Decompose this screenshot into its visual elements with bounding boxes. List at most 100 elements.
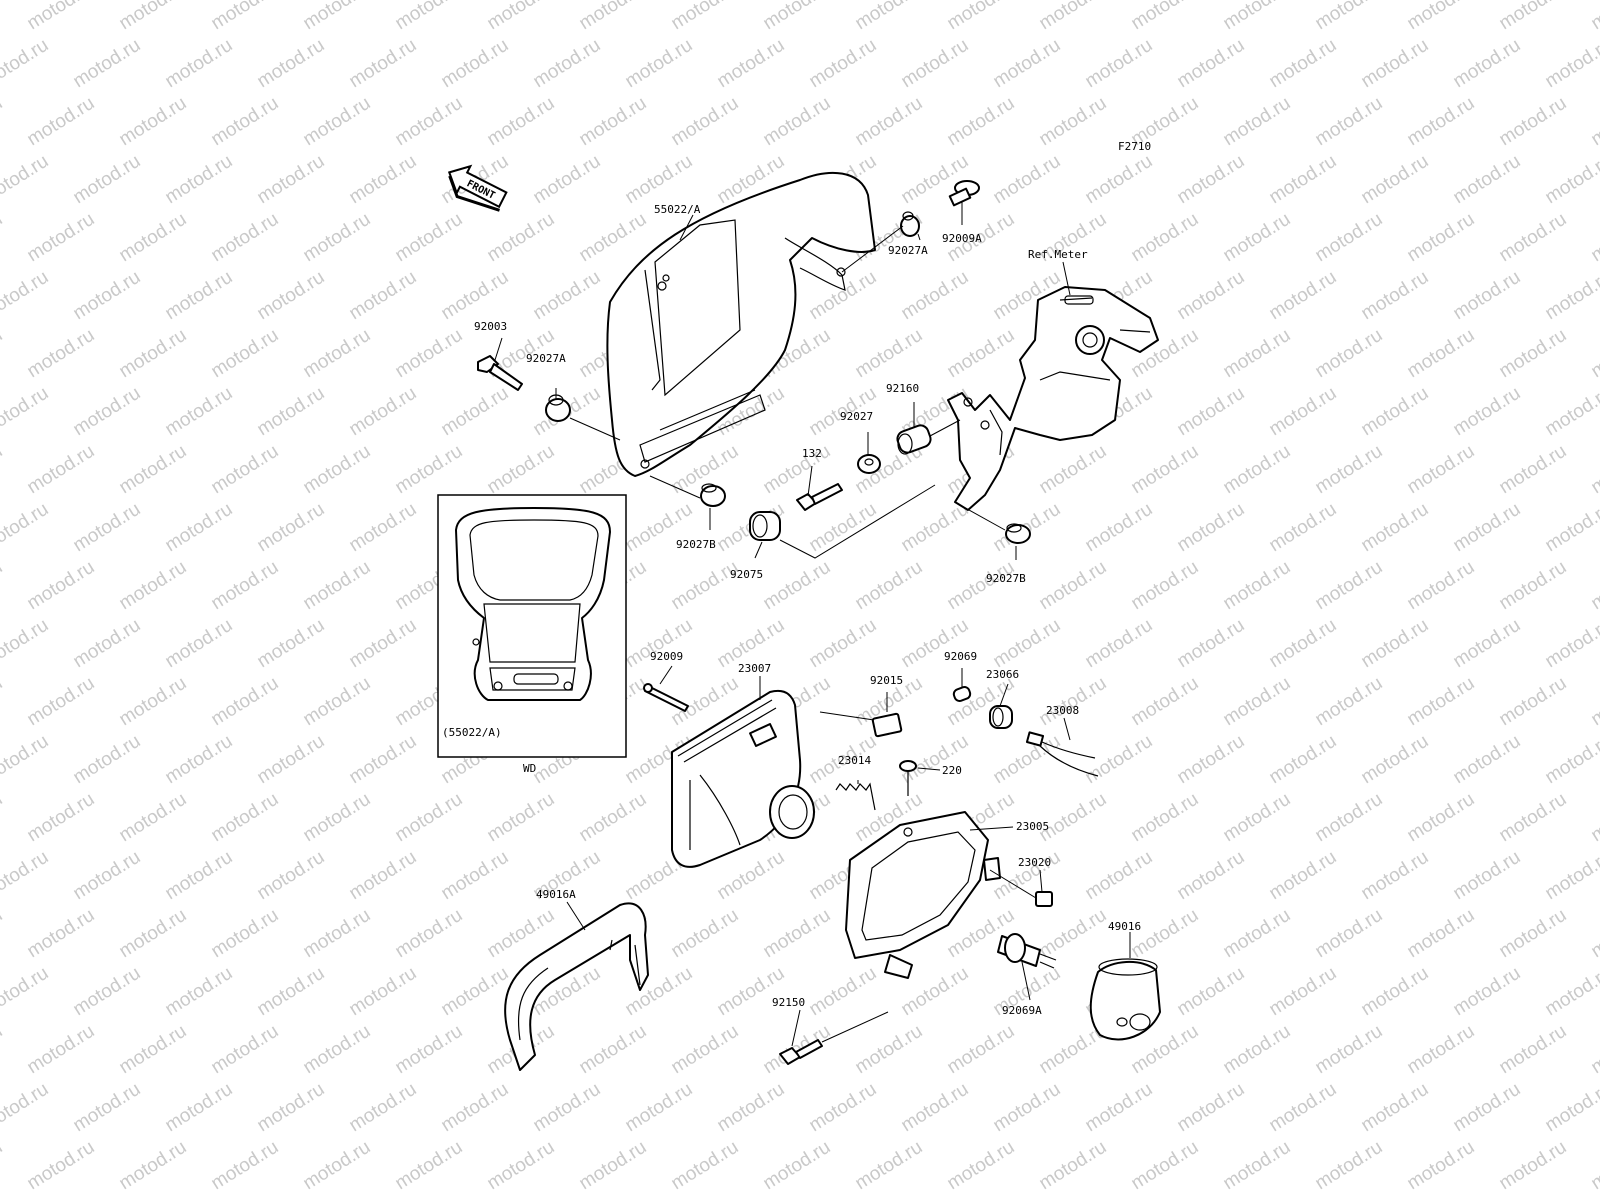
watermark-text: motod.ru <box>852 557 927 615</box>
watermark-text: motod.ru <box>300 93 375 151</box>
watermark-text: motod.ru <box>392 905 467 963</box>
watermark-text: motod.ru <box>0 209 6 267</box>
watermark-text: motod.ru <box>530 151 605 209</box>
watermark-text: motod.ru <box>70 151 145 209</box>
watermark-text: motod.ru <box>1404 441 1479 499</box>
spring-23014 <box>835 782 876 811</box>
watermark-text: motod.ru <box>438 963 513 1021</box>
watermark-text: motod.ru <box>0 151 52 209</box>
watermark-text: motod.ru <box>852 1021 927 1079</box>
watermark-text: motod.ru <box>990 151 1065 209</box>
watermark-text: motod.ru <box>392 1021 467 1079</box>
watermark-text: motod.ru <box>1312 209 1387 267</box>
watermark-text: motod.ru <box>346 731 421 789</box>
watermark-text: motod.ru <box>116 1137 191 1195</box>
watermark-text: motod.ru <box>1220 0 1295 34</box>
watermark-text: motod.ru <box>392 789 467 847</box>
watermark-text: motod.ru <box>760 905 835 963</box>
watermark-text: motod.ru <box>1128 0 1203 34</box>
watermark-text: motod.ru <box>668 905 743 963</box>
watermark-text: motod.ru <box>116 325 191 383</box>
watermark-text: motod.ru <box>1496 0 1571 34</box>
watermark-text: motod.ru <box>1036 905 1111 963</box>
watermark-text: motod.ru <box>990 615 1065 673</box>
watermark-text: motod.ru <box>484 0 559 34</box>
watermark-text: motod.ru <box>208 93 283 151</box>
watermark-text: motod.ru <box>944 1021 1019 1079</box>
watermark-text: motod.ru <box>254 963 329 1021</box>
watermark-text: motod.ru <box>208 557 283 615</box>
watermark-text: motod.ru <box>208 673 283 731</box>
watermark-text: motod.ru <box>1358 731 1433 789</box>
watermark-text: motod.ru <box>70 267 145 325</box>
watermark-text: motod.ru <box>1542 35 1600 93</box>
watermark-text: motod.ru <box>1588 441 1600 499</box>
watermark-text: motod.ru <box>668 0 743 34</box>
watermark-text: motod.ru <box>1312 1021 1387 1079</box>
watermark-text: motod.ru <box>1128 905 1203 963</box>
watermark-text: motod.ru <box>1358 151 1433 209</box>
watermark-text: motod.ru <box>116 789 191 847</box>
watermark-text: motod.ru <box>1128 1137 1203 1195</box>
watermark-text: motod.ru <box>1542 847 1600 905</box>
bolt-132 <box>796 483 843 511</box>
watermark-text: motod.ru <box>990 35 1065 93</box>
watermark-text: motod.ru <box>1588 1137 1600 1195</box>
grommet-23066 <box>989 705 1013 729</box>
watermark-text: motod.ru <box>1266 267 1341 325</box>
watermark-text: motod.ru <box>1358 847 1433 905</box>
watermark-text: motod.ru <box>208 905 283 963</box>
watermark-text: motod.ru <box>1128 209 1203 267</box>
watermark-text: motod.ru <box>162 1079 237 1137</box>
watermark-text: motod.ru <box>1082 615 1157 673</box>
watermark-text: motod.ru <box>0 673 6 731</box>
watermark-text: motod.ru <box>622 1079 697 1137</box>
watermark-text: motod.ru <box>1450 35 1525 93</box>
label-23008: 23008 <box>1046 704 1079 717</box>
watermark-text: motod.ru <box>898 615 973 673</box>
watermark-text: motod.ru <box>0 963 52 1021</box>
watermark-text: motod.ru <box>1266 151 1341 209</box>
watermark-text: motod.ru <box>944 1137 1019 1195</box>
watermark-text: motod.ru <box>438 35 513 93</box>
watermark-text: motod.ru <box>1312 1137 1387 1195</box>
watermark-text: motod.ru <box>576 789 651 847</box>
watermark-text: motod.ru <box>346 151 421 209</box>
watermark-text: motod.ru <box>162 963 237 1021</box>
watermark-text: motod.ru <box>208 1021 283 1079</box>
watermark-text: motod.ru <box>1588 325 1600 383</box>
watermark-text: motod.ru <box>1496 905 1571 963</box>
watermark-text: motod.ru <box>0 557 6 615</box>
watermark-text: motod.ru <box>300 1137 375 1195</box>
watermark-text: motod.ru <box>300 789 375 847</box>
watermark-text: motod.ru <box>1082 151 1157 209</box>
grommet-92027b-right <box>1005 523 1031 544</box>
watermark-text: motod.ru <box>300 557 375 615</box>
watermark-text: motod.ru <box>346 267 421 325</box>
watermark-text: motod.ru <box>0 1137 6 1195</box>
watermark-text: motod.ru <box>530 35 605 93</box>
watermark-text: motod.ru <box>1496 93 1571 151</box>
watermark-text: motod.ru <box>1312 325 1387 383</box>
watermark-text: motod.ru <box>1082 731 1157 789</box>
watermark-text: motod.ru <box>898 499 973 557</box>
watermark-text: motod.ru <box>714 1079 789 1137</box>
watermark-text: motod.ru <box>1220 325 1295 383</box>
watermark-text: motod.ru <box>24 1021 99 1079</box>
watermark-text: motod.ru <box>1542 615 1600 673</box>
watermark-text: motod.ru <box>24 441 99 499</box>
watermark-text: motod.ru <box>898 1079 973 1137</box>
screw-220 <box>899 760 917 796</box>
watermark-text: motod.ru <box>1220 1137 1295 1195</box>
watermark-text: motod.ru <box>760 1021 835 1079</box>
watermark-text: motod.ru <box>0 615 52 673</box>
watermark-text: motod.ru <box>346 383 421 441</box>
watermark-text: motod.ru <box>208 325 283 383</box>
watermark-text: motod.ru <box>1082 1079 1157 1137</box>
watermark-text: motod.ru <box>1266 615 1341 673</box>
watermark-text: motod.ru <box>1174 267 1249 325</box>
watermark-text: motod.ru <box>668 1137 743 1195</box>
watermark-text: motod.ru <box>24 0 99 34</box>
label-55022a: 55022/A <box>654 203 701 216</box>
